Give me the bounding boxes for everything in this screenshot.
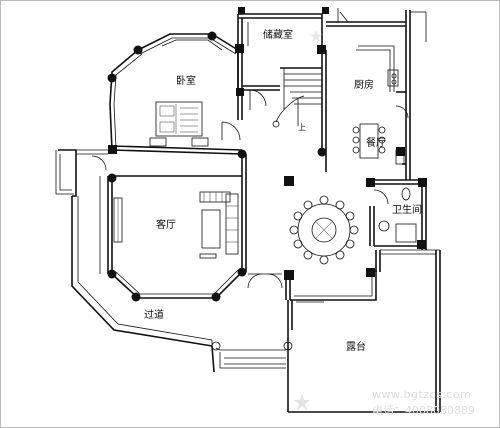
label-terrace: 露台 <box>346 340 366 353</box>
label-dining-room: 餐厅 <box>366 136 386 149</box>
sofa-set <box>199 191 239 259</box>
watermark-phone: 电话：4008080889 <box>372 404 475 417</box>
label-bathroom: 卫生间 <box>392 203 422 216</box>
corridor-balcony <box>55 149 293 373</box>
label-living-room: 客厅 <box>156 218 176 231</box>
watermark-star-icon <box>294 394 310 410</box>
label-stairs-up: 上 <box>298 123 306 132</box>
dining-table <box>352 123 386 159</box>
label-storage-room: 储藏室 <box>263 28 293 41</box>
kitchen-dining <box>326 8 427 180</box>
bed <box>149 101 209 147</box>
watermark-url: www.bgtzcs.com <box>372 388 471 401</box>
round-dining-table <box>289 195 359 265</box>
hall-walls <box>325 150 406 172</box>
bedroom <box>109 33 243 155</box>
chairs <box>289 195 359 265</box>
staircase <box>249 50 327 150</box>
label-kitchen: 厨房 <box>354 78 374 91</box>
living-room <box>99 154 247 299</box>
storage-room <box>237 13 323 91</box>
bathroom <box>369 179 427 250</box>
label-bedroom: 卧室 <box>176 74 196 87</box>
structural-columns <box>107 7 427 302</box>
label-corridor: 过道 <box>144 308 164 321</box>
watermark-star-icon <box>310 30 322 42</box>
terrace <box>247 249 441 413</box>
watermark: www.bgtzcs.com 电话：4008080889 <box>294 30 475 417</box>
